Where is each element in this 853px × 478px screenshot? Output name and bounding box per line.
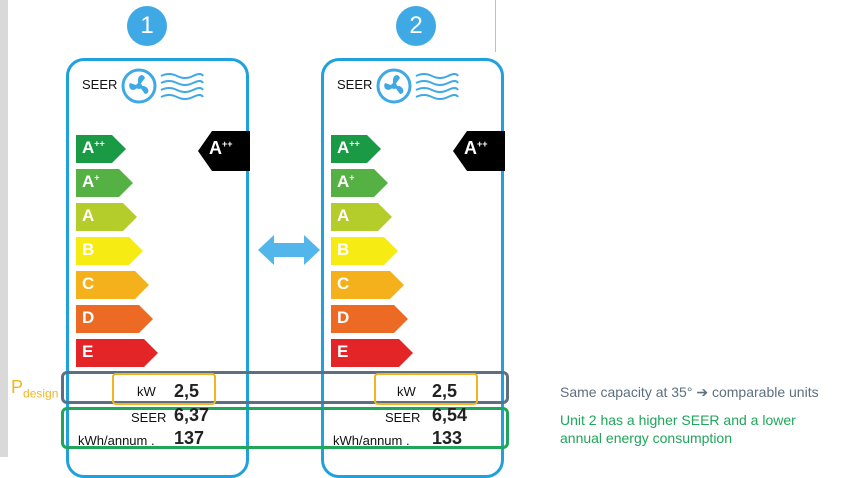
result-rating: A++ xyxy=(464,138,488,158)
kwh-label: kWh/annum . xyxy=(78,433,155,448)
efficiency-row-band xyxy=(61,407,509,449)
kwh-value: 137 xyxy=(174,428,205,448)
left-edge-strip xyxy=(0,0,8,457)
rating-letter-6: D xyxy=(82,308,95,327)
rating-letter-3: A xyxy=(82,206,95,225)
rating-arrow-7 xyxy=(76,339,158,367)
rating-letter-2: A+ xyxy=(82,172,100,191)
result-badge-icon xyxy=(198,131,250,171)
kw-label: kW xyxy=(137,384,156,399)
rating-arrow-1 xyxy=(76,135,126,163)
rating-arrow-2 xyxy=(76,169,133,197)
kw-value: 2,5 xyxy=(174,381,200,401)
rating-arrow-6 xyxy=(331,305,408,333)
capacity-row-band xyxy=(61,371,509,404)
rating-arrow-5 xyxy=(331,271,404,299)
rating-letter-4: B xyxy=(337,240,350,259)
kw-box-unit-1 xyxy=(112,373,216,405)
rating-arrow-1 xyxy=(331,135,381,163)
rating-letter-3: A xyxy=(337,206,350,225)
seer-title: SEER xyxy=(337,77,373,92)
rating-letter-6: D xyxy=(337,308,350,327)
rating-arrow-2 xyxy=(331,169,388,197)
fan-icon xyxy=(121,68,204,104)
unit-2-badge: 2 xyxy=(396,6,436,46)
rating-letter-5: C xyxy=(82,274,95,293)
rating-letter-1: A++ xyxy=(337,138,360,157)
rating-letter-7: E xyxy=(337,342,349,361)
rating-arrow-4 xyxy=(76,237,143,265)
rating-arrow-3 xyxy=(331,203,392,231)
rating-letter-5: C xyxy=(337,274,350,293)
double-arrow-icon xyxy=(258,235,320,265)
seer-label: SEER xyxy=(385,410,421,425)
rating-arrow-6 xyxy=(76,305,153,333)
rating-letter-4: B xyxy=(82,240,95,259)
right-arrow-icon: ➔ xyxy=(696,384,709,400)
capacity-note: Same capacity at 35° ➔ comparable units xyxy=(560,384,819,400)
rating-letter-7: E xyxy=(82,342,94,361)
kwh-label: kWh/annum . xyxy=(333,433,410,448)
seer-label: SEER xyxy=(131,410,167,425)
rating-letter-2: A+ xyxy=(337,172,355,191)
kw-label: kW xyxy=(397,384,416,399)
rating-arrow-5 xyxy=(76,271,149,299)
seer-value: 6,37 xyxy=(174,405,210,425)
unit-1-badge: 1 xyxy=(127,6,167,46)
seer-value: 6,54 xyxy=(432,405,468,425)
fan-icon xyxy=(376,68,459,104)
rating-arrow-7 xyxy=(331,339,413,367)
kw-box-unit-2 xyxy=(374,373,478,405)
kwh-value: 133 xyxy=(432,428,463,448)
pdesign-label: Pdesign xyxy=(11,377,59,401)
seer-title: SEER xyxy=(82,77,118,92)
rating-letter-1: A++ xyxy=(82,138,105,157)
efficiency-note: Unit 2 has a higher SEER and a lower ann… xyxy=(560,412,796,446)
result-rating: A++ xyxy=(209,138,233,158)
rating-arrow-3 xyxy=(76,203,137,231)
kw-value: 2,5 xyxy=(432,381,458,401)
result-badge-icon xyxy=(453,131,505,171)
rating-arrow-4 xyxy=(331,237,398,265)
vertical-divider xyxy=(495,0,496,52)
